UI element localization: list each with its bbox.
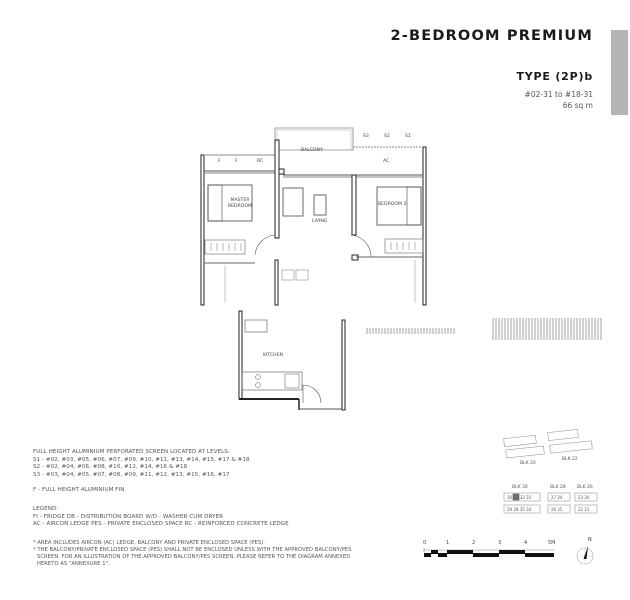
- room-label-bedroom-2: BEDROOM 2: [378, 202, 407, 207]
- unit-number: 26: [551, 507, 557, 512]
- scale-tick-2: 2: [472, 540, 476, 546]
- key-plan-blk30-units-row1: 30 31 32 33: [507, 495, 531, 500]
- room-label-master-bedroom: MASTER BEDROOM: [228, 198, 252, 209]
- marker-s3: S3: [363, 134, 369, 139]
- key-plan-blk20-label: BLK 20: [520, 461, 536, 466]
- footnote-1: * AREA INCLUDES AIRCON (AC) LEDGE, BALCO…: [33, 540, 266, 546]
- scale-bar: 0 1 2 3 4 5M: [420, 540, 565, 565]
- key-plan-blk26-units-2: 22 21: [578, 507, 589, 512]
- scale-bar-drawing: [423, 548, 554, 557]
- room-label-ac: AC: [383, 159, 390, 164]
- legend: LEGEND: FI - FRIDGE DB - DISTRIBUTION BO…: [33, 506, 289, 529]
- marker-s2: S2: [384, 134, 390, 139]
- fin-note: F - FULL HEIGHT ALUMINIUM FIN: [33, 487, 125, 494]
- north-label: N: [588, 537, 592, 543]
- floor-plan: BALCONY AC S3 S2 S1 F F RC MASTER BEDROO…: [195, 125, 435, 415]
- screen-note-s2: S2 - #02, #04, #06, #08, #10, #12, #14, …: [33, 464, 188, 471]
- screen-notes: FULL HEIGHT ALUMINIUM PERFORATED SCREEN …: [33, 449, 250, 495]
- footnote-2a: * THE BALCONY/PRIVATE ENCLOSED SPACE (PE…: [33, 547, 352, 553]
- key-plan-blk26-units: 23 20: [578, 495, 589, 500]
- unit-number: 29: [507, 507, 513, 512]
- marker-rc: RC: [257, 159, 264, 164]
- marker-f2: F: [235, 159, 238, 164]
- key-plan-blk28-units-2: 26 25: [551, 507, 562, 512]
- room-label-kitchen: KITCHEN: [263, 353, 283, 358]
- unit-number: 30: [507, 495, 513, 500]
- screen-note-s3: S3 - #03, #04, #05, #07, #08, #09, #11, …: [33, 471, 230, 478]
- unit-number: 20: [584, 495, 590, 500]
- unit-number: 31: [513, 495, 519, 500]
- unit-number: 23: [578, 495, 584, 500]
- unit-number: 22: [578, 507, 584, 512]
- marker-s1: S1: [405, 134, 411, 139]
- unit-number: 33: [526, 495, 532, 500]
- room-label-living: LIVING: [312, 219, 328, 224]
- faded-annotation-block: [492, 318, 602, 340]
- unit-number: 28: [513, 507, 519, 512]
- unit-number: 24: [557, 495, 563, 500]
- unit-number: 21: [584, 507, 590, 512]
- scale-tick-0: 0: [423, 540, 427, 546]
- unit-info: #02-31 to #18-31 66 sq m: [525, 89, 593, 111]
- key-plan-blk26-label: BLK 26: [577, 485, 593, 490]
- footnotes: * AREA INCLUDES AIRCON (AC) LEDGE, BALCO…: [33, 540, 352, 568]
- floor-plan-drawing: [200, 127, 427, 411]
- faded-annotation: [366, 328, 456, 334]
- key-plan-blk30-units-row2: 29 28 35 34: [507, 507, 531, 512]
- unit-number: 34: [526, 507, 532, 512]
- key-plan: BLK 20 BLK 22 BLK 30 BLK 28 BLK 26 30 31…: [490, 425, 605, 520]
- unit-type: TYPE (2P)b: [516, 70, 593, 83]
- compass: N: [574, 537, 598, 566]
- scale-tick-1: 1: [446, 540, 450, 546]
- accent-bar: [611, 30, 628, 115]
- scale-tick-3: 3: [498, 540, 502, 546]
- key-plan-blk28-label: BLK 28: [550, 485, 566, 490]
- unit-range: #02-31 to #18-31: [524, 90, 593, 99]
- legend-line-1: FI - FRIDGE DB - DISTRIBUTION BOARD W/D …: [33, 513, 224, 520]
- scale-tick-4: 4: [524, 540, 528, 546]
- screen-notes-heading: FULL HEIGHT ALUMINIUM PERFORATED SCREEN …: [33, 449, 230, 455]
- unit-number: 25: [557, 507, 563, 512]
- key-plan-blk28-units: 27 24: [551, 495, 562, 500]
- legend-line-2: AC - AIRCON LEDGE PES - PRIVATE ENCLOSED…: [33, 521, 289, 528]
- key-plan-drawing: [503, 429, 598, 514]
- screen-note-s1: S1 - #02, #03, #05, #06, #07, #09, #10, …: [33, 456, 250, 463]
- plan-title: 2-BEDROOM PREMIUM: [390, 28, 593, 44]
- room-label-balcony: BALCONY: [301, 148, 323, 153]
- key-plan-blk22-label: BLK 22: [562, 457, 578, 462]
- unit-number: 27: [551, 495, 557, 500]
- north-arrow-icon: [576, 546, 594, 565]
- marker-f1: F: [218, 159, 221, 164]
- unit-number: 32: [519, 495, 525, 500]
- scale-tick-5: 5M: [548, 540, 556, 546]
- key-plan-blk30-label: BLK 30: [512, 485, 528, 490]
- legend-heading: LEGEND:: [33, 506, 59, 512]
- unit-number: 35: [519, 507, 525, 512]
- unit-area: 66 sq m: [562, 101, 593, 110]
- footnote-2c: HERETO AS "ANNEXURE 1".: [37, 561, 110, 567]
- footnote-2b: SCREEN. FOR AN ILLUSTRATION OF THE APPRO…: [37, 554, 351, 560]
